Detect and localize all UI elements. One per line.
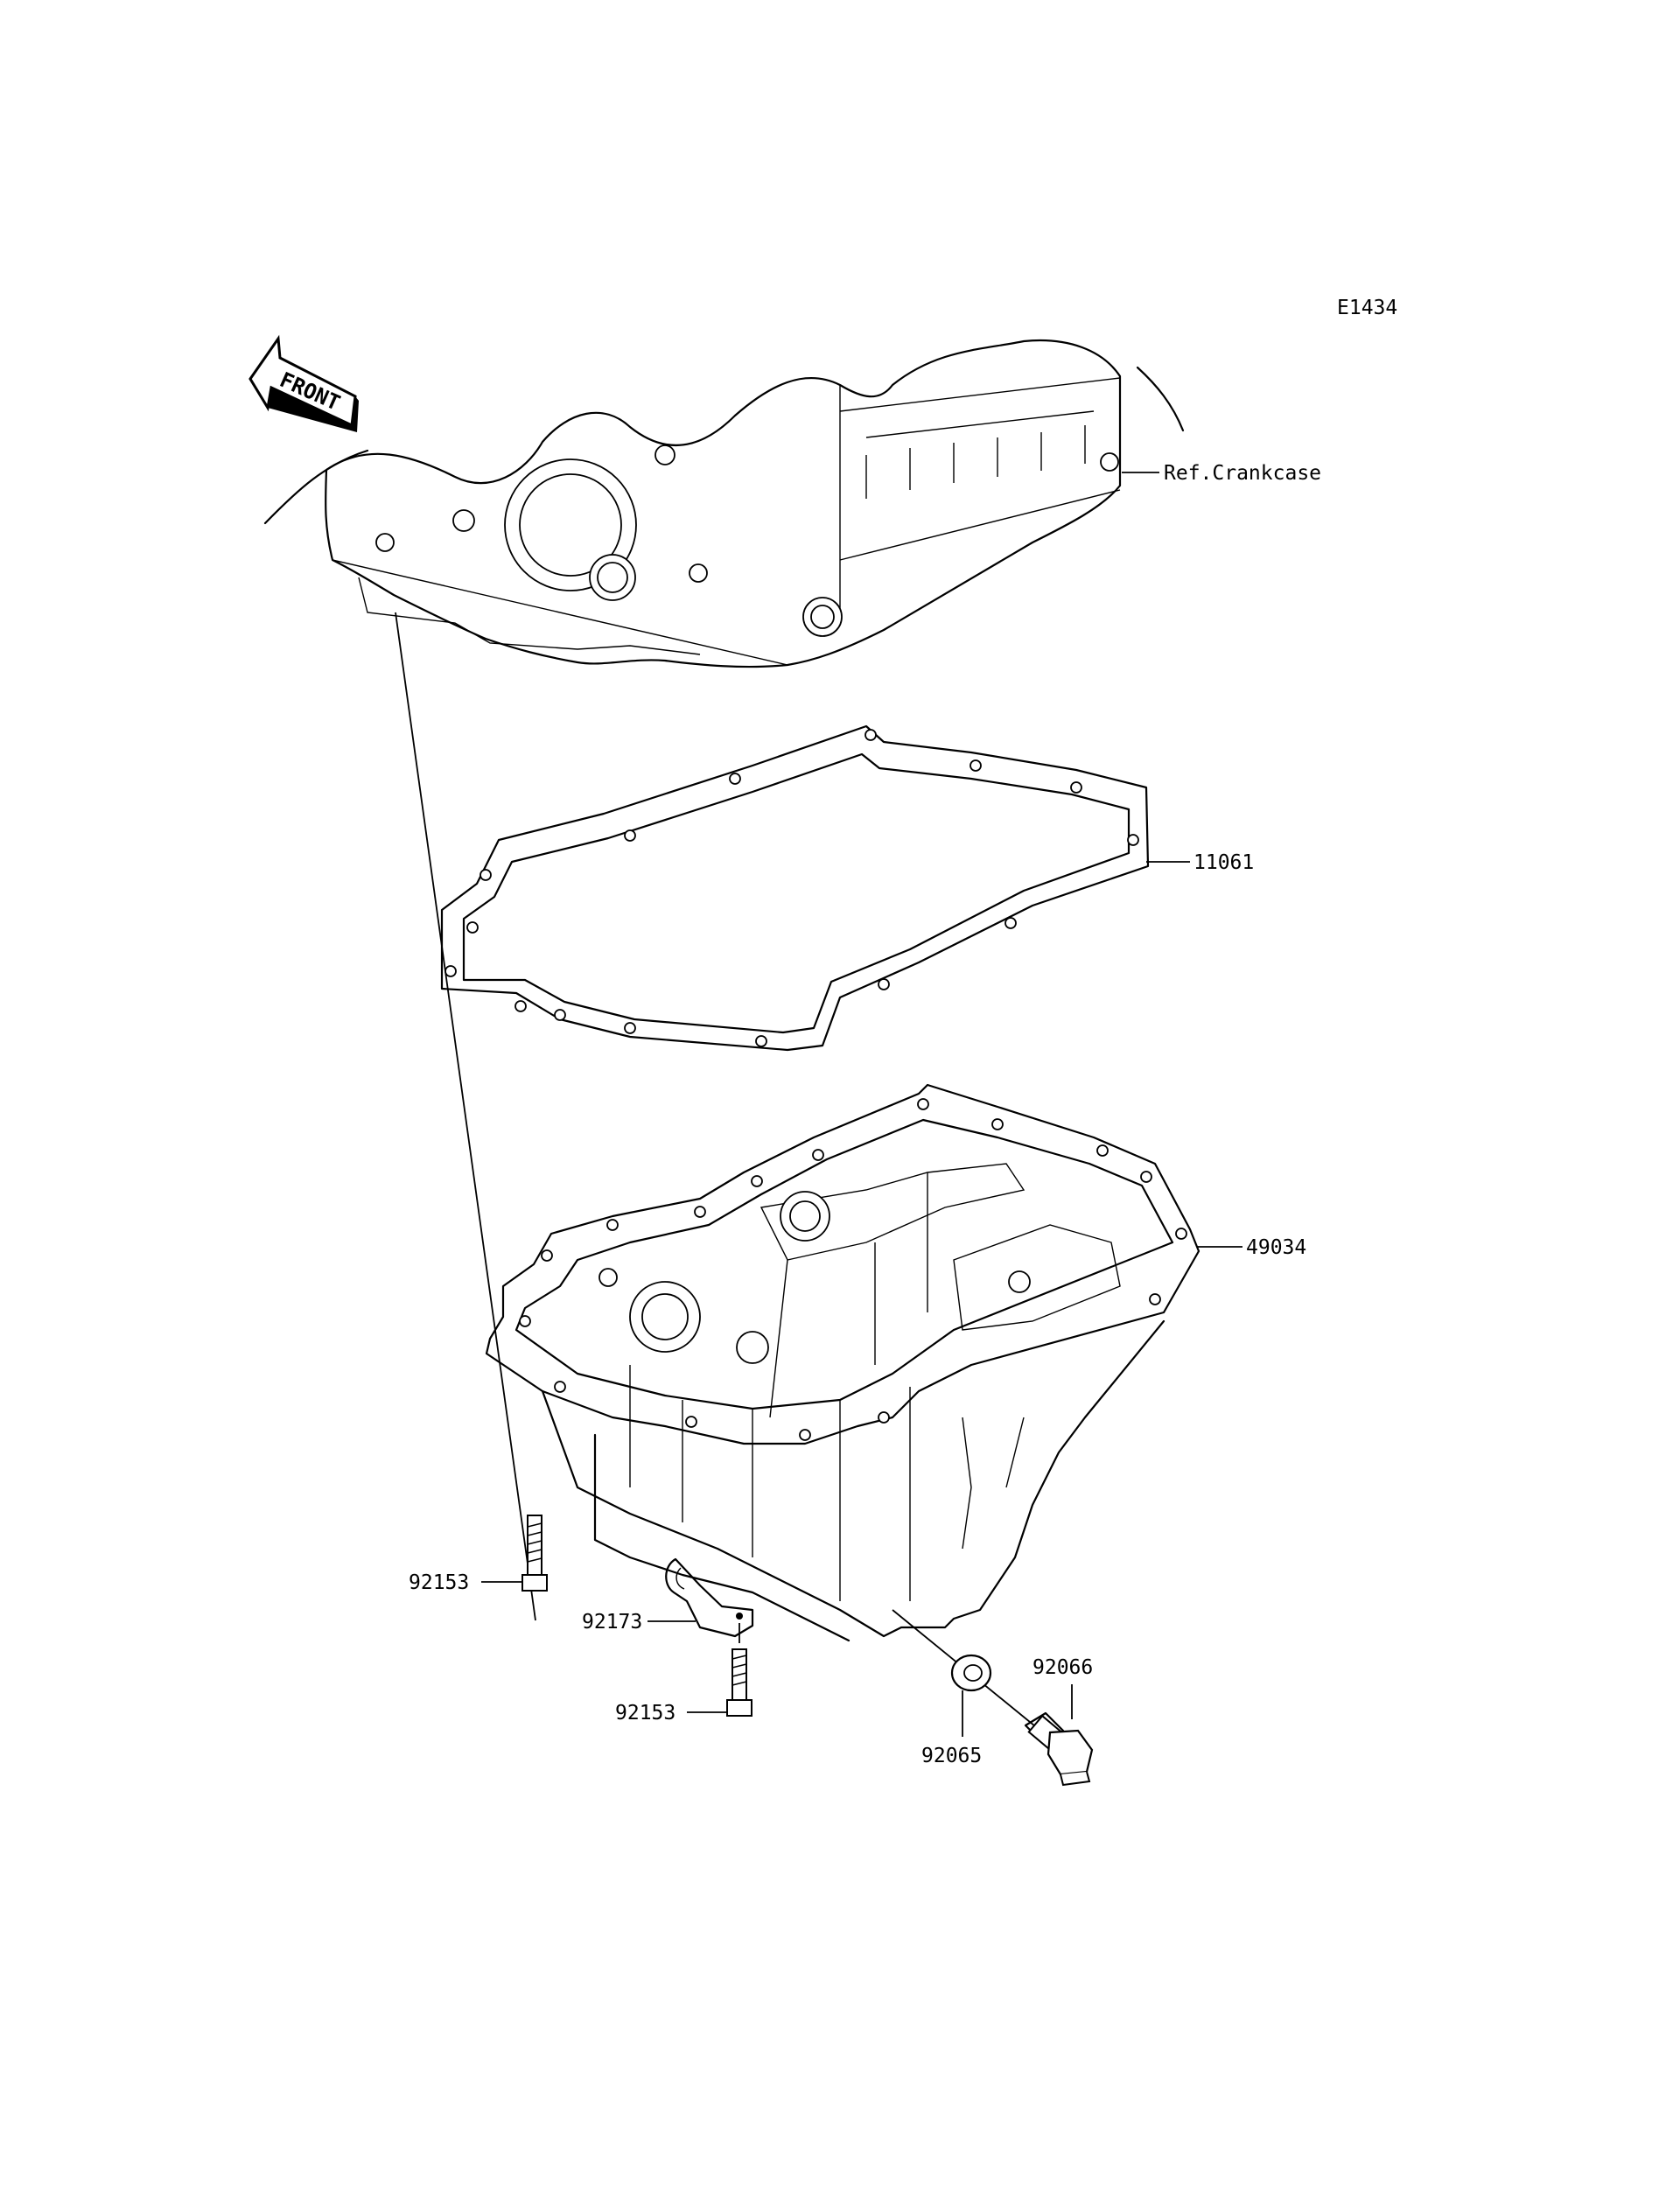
washer-callout: 92065 [921, 1745, 982, 1767]
oil-pan-callout: 49034 [1246, 1236, 1306, 1259]
drain-washer: 92065 [921, 1654, 992, 1767]
clamp-callout: 92173 [582, 1611, 642, 1634]
drain-plug-callout: 92066 [1032, 1656, 1093, 1679]
diagram-code: E1434 [1337, 297, 1397, 319]
crankcase: Ref.Crankcase [263, 339, 1321, 668]
drain-plug: 92066 [1024, 1656, 1093, 1787]
bolt-bottom-callout: 92153 [615, 1702, 676, 1725]
oil-pan-gasket: 11061 [440, 724, 1254, 1052]
oil-pan: 49034 [485, 1083, 1306, 1642]
hose-clamp: 92173 [582, 1557, 754, 1638]
front-arrow-icon: FRONT [248, 334, 359, 432]
bolt-left-callout: 92153 [409, 1571, 469, 1594]
oil-pan-bolt-left: 92153 [409, 1515, 548, 1594]
gasket-callout: 11061 [1194, 851, 1254, 874]
bolt-alignment-line [395, 612, 536, 1621]
oil-pan-bolt-bottom: 92153 [615, 1623, 752, 1725]
crankcase-callout: Ref.Crankcase [1164, 462, 1321, 485]
